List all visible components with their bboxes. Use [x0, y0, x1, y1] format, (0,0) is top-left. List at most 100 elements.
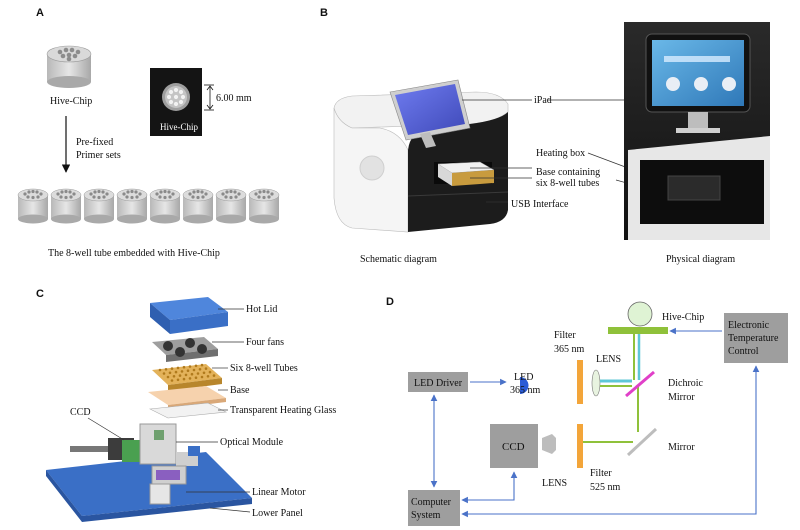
tube-well	[39, 192, 43, 196]
tube-well	[130, 189, 134, 194]
tube-well	[56, 192, 60, 196]
tray-tube	[172, 375, 176, 378]
tray-tube	[164, 368, 168, 371]
filter-525	[577, 424, 583, 468]
tube-well	[101, 190, 105, 194]
tube-well	[221, 192, 225, 196]
tube-well	[102, 195, 106, 199]
tube-well	[237, 192, 241, 196]
tray-tube	[198, 368, 202, 371]
tube-well	[64, 195, 68, 200]
tube-well	[270, 192, 274, 196]
tube-top	[182, 188, 214, 202]
usb-label: USB Interface	[511, 199, 569, 210]
tray-tube	[204, 367, 208, 370]
tube-well	[93, 190, 97, 194]
chip-label: Hive-Chip	[50, 96, 92, 107]
tube-well	[31, 195, 35, 200]
tube-well	[135, 195, 139, 199]
tube-well	[171, 192, 175, 196]
tray-tube	[174, 370, 178, 374]
tube-bottom	[18, 214, 48, 224]
tube-well	[126, 190, 130, 194]
tray-tube	[182, 365, 186, 369]
hive-chip-symbol	[627, 301, 653, 327]
ccd-lens-symbol	[542, 434, 556, 454]
tray-tube	[176, 366, 180, 370]
tube-well	[167, 190, 171, 194]
temperature-control-box	[724, 313, 788, 363]
ccd-label-c: CCD	[70, 407, 91, 418]
arrow-label-line2: Primer sets	[76, 150, 121, 161]
tube-well	[72, 192, 76, 196]
tube-well	[97, 195, 101, 200]
dimension-marker	[204, 84, 214, 111]
hot-lid-label: Hot Lid	[246, 304, 277, 315]
tube-well	[233, 190, 237, 194]
tray-tube	[162, 372, 166, 375]
tray-tube	[200, 375, 204, 379]
tube-top	[215, 188, 247, 202]
tube-well	[92, 195, 96, 199]
tray-tube	[196, 372, 200, 375]
led-label-line2: 365 nm	[510, 385, 541, 396]
tray-tube	[188, 377, 192, 380]
tray-tube	[178, 374, 182, 377]
etc-line2: Temperature	[728, 333, 779, 344]
led-driver-label: LED Driver	[414, 378, 463, 389]
tray-tube	[166, 375, 170, 379]
tube-well	[188, 192, 192, 196]
tube-well	[225, 190, 229, 194]
tube-top	[149, 188, 181, 202]
heating-box-label: Heating box	[536, 148, 585, 159]
optical-module-label: Optical Module	[220, 437, 284, 448]
panel-a-caption: The 8-well tube embedded with Hive-Chip	[48, 248, 220, 259]
tube-well	[159, 190, 163, 194]
tube-well	[97, 189, 101, 194]
tube-bottom	[216, 214, 246, 224]
tube-well	[168, 195, 172, 199]
tube-top	[17, 188, 49, 202]
filter1-line2: 365 nm	[554, 344, 585, 355]
tube-well	[192, 190, 196, 194]
dimension-label: 6.00 mm	[216, 93, 252, 104]
filter-365	[577, 360, 583, 404]
tube-well	[200, 190, 204, 194]
tube-well	[105, 192, 109, 196]
fans-illustration	[152, 337, 218, 362]
tubes-label: Six 8-well Tubes	[230, 363, 298, 374]
tube-well	[196, 195, 200, 200]
tray-tube	[180, 370, 184, 373]
filter2-line1: Filter	[590, 468, 612, 479]
tube-well	[234, 195, 238, 199]
tube-top	[50, 188, 82, 202]
lower-panel-label: Lower Panel	[252, 508, 303, 519]
lower-panel-illustration	[46, 452, 252, 522]
tray-tube	[212, 374, 216, 377]
tube-top	[83, 188, 115, 202]
eight-well-tube-strip	[17, 188, 280, 224]
computer-line2: System	[411, 510, 441, 521]
schematic-device	[333, 79, 509, 233]
tube-top	[248, 188, 280, 202]
tube-well	[134, 190, 138, 194]
tray-tube	[186, 369, 190, 373]
led-label-line1: LED	[514, 372, 533, 383]
dichroic-line1: Dichroic	[668, 378, 704, 389]
hive-chip-illustration	[46, 45, 92, 88]
tube-well	[163, 195, 167, 200]
tube-well	[266, 190, 270, 194]
tube-well	[26, 195, 30, 199]
tray-tube	[168, 371, 172, 375]
tube-bottom	[117, 214, 147, 224]
tube-well	[229, 189, 233, 194]
panel-label-d: D	[386, 296, 394, 308]
tube-well	[191, 195, 195, 199]
tube-top	[116, 188, 148, 202]
ccd-box-label: CCD	[502, 441, 525, 453]
physical-device-photo	[624, 22, 770, 240]
tube-well	[138, 192, 142, 196]
tray-tube	[194, 364, 198, 368]
tray-tube	[188, 365, 192, 368]
tube-well	[257, 195, 261, 199]
